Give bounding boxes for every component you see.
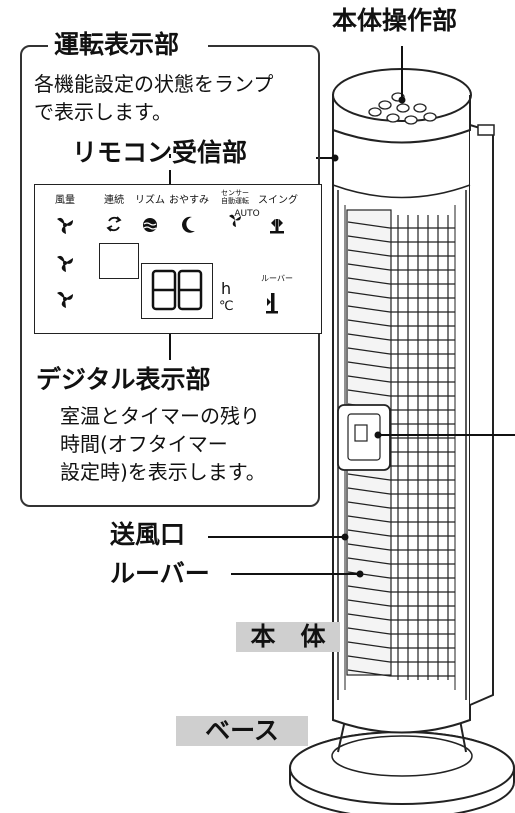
rhythm-icon [143, 218, 157, 232]
louver-icon [266, 293, 278, 314]
grille-slat [347, 585, 455, 593]
grille-slat [347, 627, 455, 635]
continuous-icon [106, 216, 122, 232]
rhythm-label: リズム [135, 195, 165, 206]
grille-slat [347, 319, 455, 327]
lamp-icons [57, 214, 284, 314]
grille-slat [347, 221, 455, 229]
digital-display-label: デジタル表示部 [36, 365, 211, 394]
grille-slat [347, 347, 455, 355]
grille-slat [347, 529, 455, 537]
remote-receiver-window [99, 243, 139, 279]
display-desc-line2: で表示します。 [34, 100, 172, 124]
body-drawing [332, 68, 495, 734]
grille-slat [347, 655, 455, 663]
digital-desc-line2: 時間(オフタイマー [60, 432, 228, 456]
digital-desc-line1: 室温とタイマーの残り [60, 404, 260, 428]
grille-slat [347, 249, 455, 257]
louver-small-label: ルーバー [261, 274, 293, 283]
digital-desc-line3: 設定時)を表示します。 [60, 460, 266, 484]
lamp-panel: 風量 連続 リズム おやすみ センサー 自動運転 スイング [34, 184, 322, 334]
grille-slat [347, 543, 455, 551]
sleep-label: おやすみ [169, 195, 209, 206]
grille-slat [347, 613, 455, 621]
grille-slat [347, 235, 455, 243]
air-outlet-label: 送風口 [110, 520, 186, 549]
sensor-label-1: センサー [221, 189, 249, 197]
grille-slat [347, 641, 455, 649]
auto-label: AUTO [234, 209, 260, 219]
swing-icon [270, 219, 284, 234]
louver-label: ルーバー [110, 559, 210, 588]
control-panel-label: 本体操作部 [332, 6, 458, 35]
main-body-label: 本 体 [236, 622, 340, 652]
grille-slat [347, 375, 455, 383]
grille-slat [347, 501, 455, 509]
grille-slat [347, 599, 455, 607]
grille-slat [347, 361, 455, 369]
grille-slat [347, 263, 455, 271]
sensor-label-2: 自動運転 [221, 197, 249, 205]
sleep-icon [182, 216, 195, 233]
grille-slat [347, 669, 455, 677]
grille-slat [347, 487, 455, 495]
fan-speed-label: 風量 [55, 195, 75, 206]
digital-display-frame [141, 263, 213, 319]
grille-slat [347, 515, 455, 523]
grille-slat [347, 277, 455, 285]
base-label: ベース [176, 716, 308, 746]
seven-segment-digits [151, 269, 203, 311]
remote-receiver-label: リモコン受信部 [72, 138, 248, 167]
grille-slat [347, 473, 455, 481]
continuous-label: 連続 [104, 195, 124, 206]
celsius-unit: ℃ [219, 299, 234, 314]
grille-slat [347, 389, 455, 397]
grille-slat [347, 305, 455, 313]
fan-icon [57, 217, 73, 308]
sensor-auto-icon [229, 214, 241, 227]
base-drawing [289, 719, 515, 813]
hour-unit: h [221, 279, 232, 298]
grille-slat [347, 557, 455, 565]
grille-slat [347, 291, 455, 299]
grille-slat [347, 333, 455, 341]
swing-label: スイング [258, 195, 298, 206]
display-section-label: 運転表示部 [54, 30, 180, 59]
display-desc-line1: 各機能設定の状態をランプ [34, 72, 274, 96]
